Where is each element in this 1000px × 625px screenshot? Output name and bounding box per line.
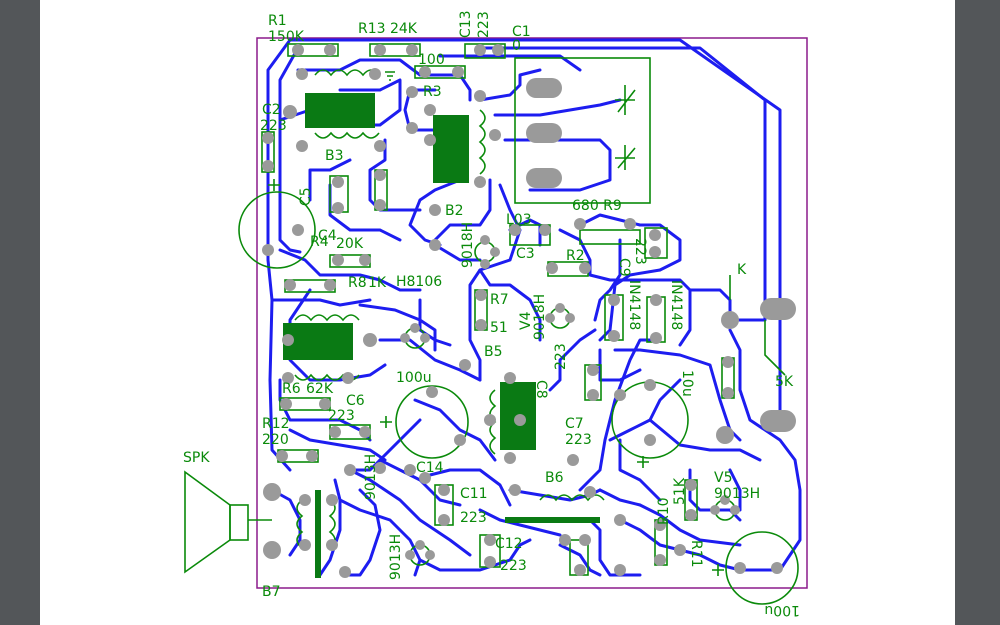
label-r8-value: 1K <box>368 275 387 291</box>
label-c9: C9 <box>616 258 632 277</box>
label-c3: C3 <box>516 246 535 262</box>
label-r9: 680 R9 <box>572 198 622 214</box>
label-r4: R4 <box>310 234 329 250</box>
label-c7: C7 <box>565 416 584 432</box>
label-r6-value: 62K <box>306 381 334 397</box>
label-c1-value: 0 <box>512 38 521 54</box>
label-c2: C2 <box>262 102 281 118</box>
label-c13: C13 <box>458 10 474 38</box>
label-c5: C5 <box>298 187 314 206</box>
label-switch-k: K <box>737 262 747 278</box>
label-c6: C6 <box>346 393 365 409</box>
label-b5: B5 <box>484 344 503 360</box>
label-d2: IN4148 <box>668 280 684 330</box>
label-b7: B7 <box>262 584 281 600</box>
label-c14: C14 <box>416 460 444 476</box>
label-speaker: SPK <box>183 450 210 466</box>
component-bodies <box>283 93 600 578</box>
label-c8-value: 223 <box>553 343 569 370</box>
label-r12: R12 <box>262 416 290 432</box>
coil-b2-body <box>433 115 469 183</box>
label-h8106: H8106 <box>396 274 442 290</box>
label-r11: R11 <box>688 540 704 568</box>
label-r7-value: 51 <box>490 320 508 336</box>
solder-pads <box>262 44 796 578</box>
label-c12-value: 223 <box>500 558 527 574</box>
label-r1-value: 150K <box>268 29 305 45</box>
label-r1: R1 <box>268 13 287 29</box>
silkscreen-labels: R1 150K R13 24K C13 223 C1 0 100 R3 C2 2… <box>183 10 800 618</box>
capacitor-100u-b-outline <box>725 531 799 605</box>
label-v5: V5 <box>714 470 732 486</box>
label-c8: C8 <box>533 380 549 399</box>
label-l03: L03 <box>506 212 532 228</box>
label-r7: R7 <box>490 292 509 308</box>
label-c6-value: 223 <box>328 408 355 424</box>
label-resistor-100: 100 <box>418 52 445 68</box>
label-r6: R6 <box>282 381 301 397</box>
label-r13: R13 24K <box>358 21 418 37</box>
label-c11-value: 223 <box>460 510 487 526</box>
label-v4: V4 <box>518 311 534 330</box>
label-v3: 9013H <box>363 454 379 500</box>
capacitor-c5-outline <box>238 191 316 269</box>
label-c2-value: 223 <box>260 118 287 134</box>
label-c4: C4 <box>318 228 337 244</box>
label-b3: B3 <box>325 148 344 164</box>
speaker-symbol <box>184 470 231 574</box>
label-r8: R8 <box>348 275 367 291</box>
pcb-layout-diagram: R1 150K R13 24K C13 223 C1 0 100 R3 C2 2… <box>183 10 808 618</box>
label-c100u-b: 100u <box>764 602 800 618</box>
label-r10: R10 <box>656 497 672 525</box>
label-r12-value: 220 <box>262 432 289 448</box>
label-b2: B2 <box>445 203 464 219</box>
label-c13-value: 223 <box>476 11 492 38</box>
label-c1: C1 <box>512 24 531 40</box>
transformer-b4-body <box>283 323 353 360</box>
label-r2: R2 <box>566 248 585 264</box>
label-r4-value: 20K <box>336 236 364 252</box>
label-r10-value: 51K <box>672 477 688 505</box>
transformer-b3-body <box>305 93 375 128</box>
label-c100u: 100u <box>396 370 432 386</box>
label-c12: C12 <box>495 536 523 552</box>
jumper-bar-horizontal <box>505 517 600 523</box>
label-v4-part: 9018H <box>532 294 548 340</box>
label-c9-value: 223 <box>632 238 648 265</box>
jumper-bar-vertical <box>315 490 321 578</box>
label-c10: 10u <box>679 370 695 397</box>
label-r3: R3 <box>423 84 442 100</box>
document-page: R1 150K R13 24K C13 223 C1 0 100 R3 C2 2… <box>40 0 955 625</box>
label-b6: B6 <box>545 470 564 486</box>
label-v2: 9013H <box>388 534 404 580</box>
label-c11: C11 <box>460 486 488 502</box>
label-q1: 9018H <box>460 222 476 268</box>
label-d1: IN4148 <box>626 280 642 330</box>
label-pot-5k: 5K <box>775 374 794 390</box>
label-v5-part: 9013H <box>714 486 760 502</box>
label-c7-value: 223 <box>565 432 592 448</box>
board-outline <box>256 37 808 589</box>
